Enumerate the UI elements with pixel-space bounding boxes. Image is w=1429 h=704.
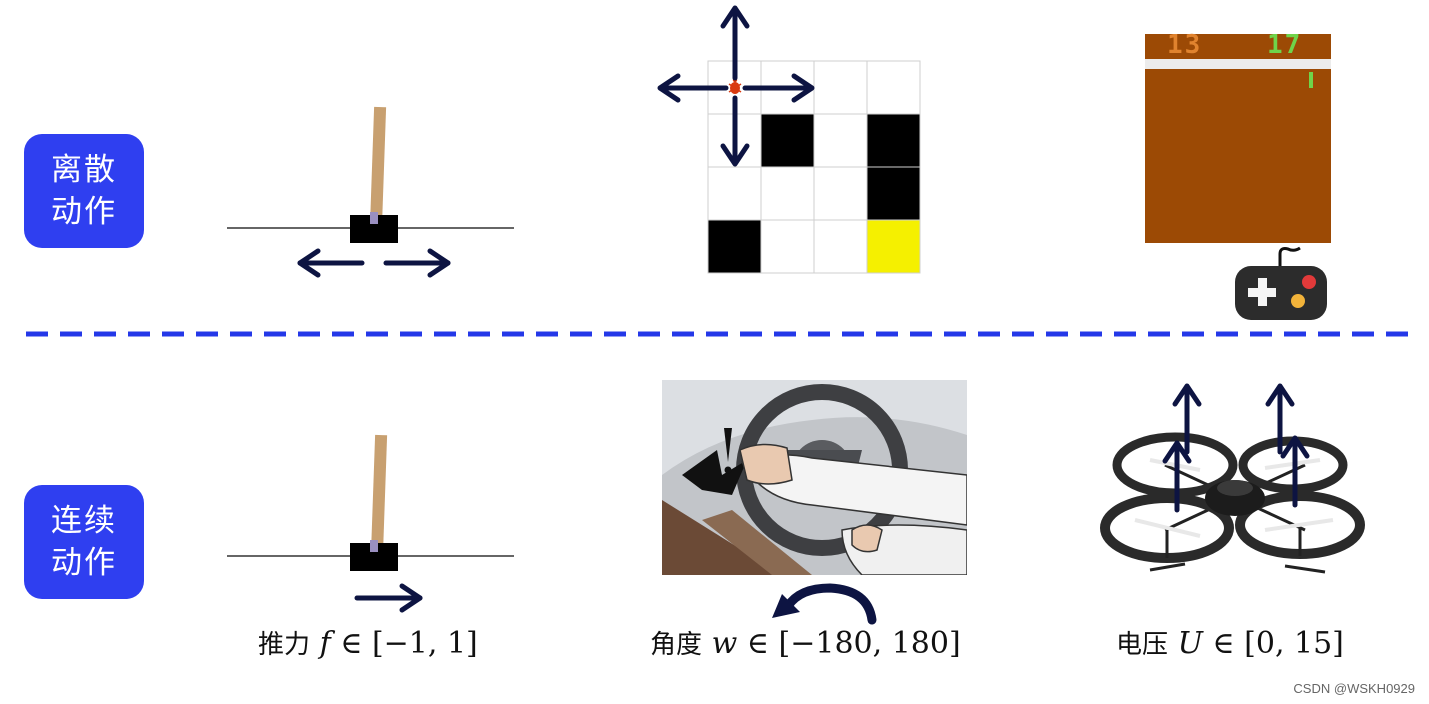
cartpole-force-caption: 推力 f ∈ [−1, 1] — [258, 624, 478, 661]
caption-range: ∈ [0, 15] — [1212, 626, 1344, 661]
discrete-action-badge: 离散 动作 — [24, 134, 144, 248]
game-screen: 13 17 — [1145, 30, 1331, 243]
caption-variable: f — [319, 626, 331, 661]
turtle-agent-icon — [728, 77, 742, 94]
right-arrow-icon — [383, 248, 451, 278]
paddle — [1309, 72, 1313, 88]
steering-angle-caption: 角度 w ∈ [−180, 180] — [650, 624, 961, 661]
drone-illustration — [1100, 383, 1365, 574]
pole-joint — [370, 540, 378, 552]
watermark: CSDN @WSKH0929 — [1293, 681, 1415, 696]
badge-label-line1: 离散 — [51, 152, 117, 188]
up-arrow-icon — [1162, 383, 1310, 513]
badge-label-line1: 连续 — [51, 503, 117, 539]
score-left: 13 — [1167, 30, 1203, 60]
steering-scene — [662, 380, 967, 575]
caption-name: 推力 — [258, 630, 311, 660]
pole-joint — [370, 212, 378, 224]
caption-range: ∈ [−1, 1] — [340, 626, 478, 661]
caption-name: 角度 — [650, 630, 703, 660]
caption-variable: U — [1177, 626, 1203, 661]
caption-range: ∈ [−180, 180] — [746, 626, 961, 661]
caption-name: 电压 — [1116, 630, 1169, 660]
pole — [370, 106, 387, 226]
right-arrow-icon — [354, 583, 423, 613]
continuous-action-badge: 连续 动作 — [24, 485, 144, 599]
badge-label-line2: 动作 — [51, 194, 117, 230]
score-bar — [1145, 34, 1331, 58]
pole — [371, 434, 388, 554]
direction-arrows-icon — [657, 5, 815, 167]
drone-voltage-caption: 电压 U ∈ [0, 15] — [1116, 624, 1344, 661]
score-right: 17 — [1267, 30, 1303, 60]
caption-variable: w — [711, 626, 738, 661]
gamepad-icon — [1235, 246, 1327, 320]
left-arrow-icon — [297, 248, 365, 278]
top-wall — [1145, 59, 1331, 69]
badge-label-line2: 动作 — [51, 545, 117, 581]
